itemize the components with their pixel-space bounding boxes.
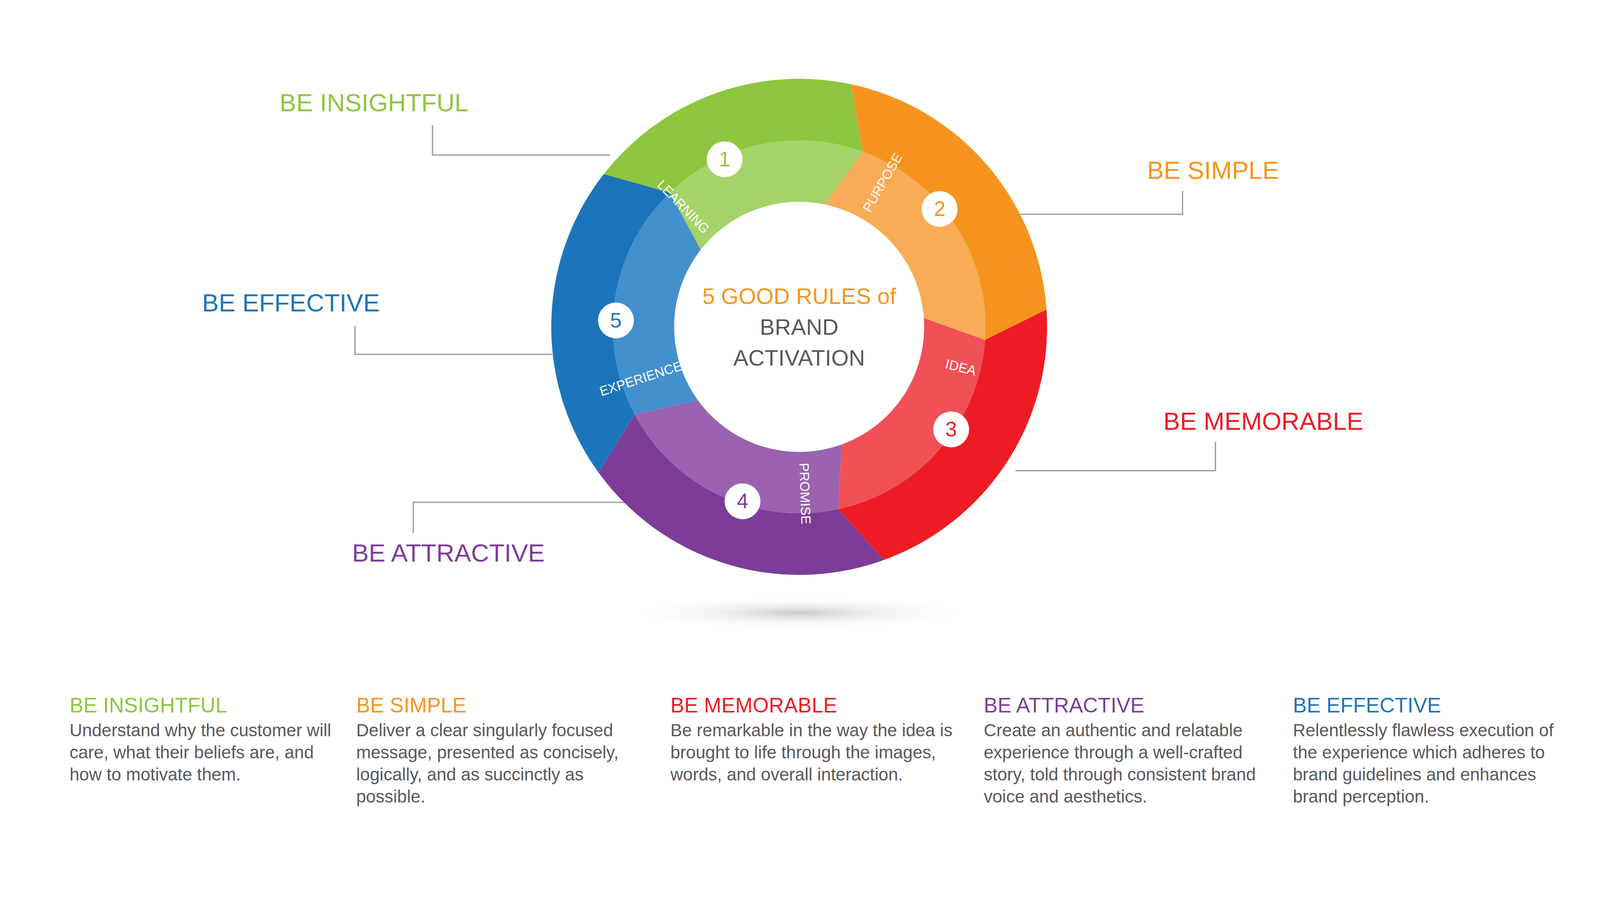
centre-subject: BRAND ACTIVATION — [699, 311, 900, 373]
rule-heading: BE INSIGHTFUL — [69, 692, 337, 718]
rule-heading: BE EFFECTIVE — [1292, 692, 1581, 718]
segment-word: IDEA — [944, 356, 978, 378]
number-disc — [706, 141, 743, 178]
rule-label: BE MEMORABLE — [1163, 406, 1364, 437]
rule-description: Relentlessly flawless execution of the e… — [1292, 718, 1581, 808]
leader-line — [1020, 190, 1183, 215]
segment-word: PURPOSE — [860, 150, 905, 215]
segment-word: LEARNING — [655, 177, 713, 236]
centre-fill — [676, 204, 922, 450]
rule-description: Understand why the customer will care, w… — [69, 718, 337, 785]
rule-heading: BE MEMORABLE — [670, 692, 954, 718]
rule-description: Create an authentic and relatable experi… — [983, 718, 1268, 808]
rule-description: Deliver a clear singularly focused messa… — [356, 718, 640, 808]
leader-line — [413, 502, 625, 533]
segment-word: PROMISE — [797, 462, 813, 525]
number-disc — [933, 411, 970, 448]
rule-label: BE INSIGHTFUL — [279, 87, 469, 118]
segment-outer — [580, 78, 863, 218]
rule-label: BE EFFECTIVE — [202, 287, 380, 318]
rule-label: BE SIMPLE — [1147, 155, 1280, 186]
number-disc — [724, 482, 761, 519]
centre-text: 5 GOOD RULES ofBRAND ACTIVATION — [699, 280, 900, 373]
number-disc — [597, 302, 634, 339]
rule-label: BE ATTRACTIVE — [352, 537, 545, 568]
number-disc — [921, 190, 958, 227]
centre-circle: 5 GOOD RULES ofBRAND ACTIVATION — [676, 204, 922, 450]
rule-description: Be remarkable in the way the idea is bro… — [670, 718, 954, 785]
callout-number: 1 — [718, 148, 731, 170]
callout-number: 4 — [736, 490, 749, 512]
callout-number: 5 — [610, 310, 622, 331]
callout-number: 2 — [933, 198, 946, 220]
leader-line — [355, 325, 553, 355]
callout-number: 3 — [945, 418, 958, 440]
leader-line — [1015, 441, 1216, 471]
leader-line — [432, 125, 610, 155]
rule-heading: BE SIMPLE — [356, 692, 640, 718]
segment-word: EXPERIENCE — [597, 358, 684, 398]
rule-heading: BE ATTRACTIVE — [983, 692, 1268, 718]
centre-heading: 5 GOOD RULES of — [699, 280, 900, 312]
segment-outer — [551, 174, 670, 473]
ring-shadow — [624, 595, 975, 630]
